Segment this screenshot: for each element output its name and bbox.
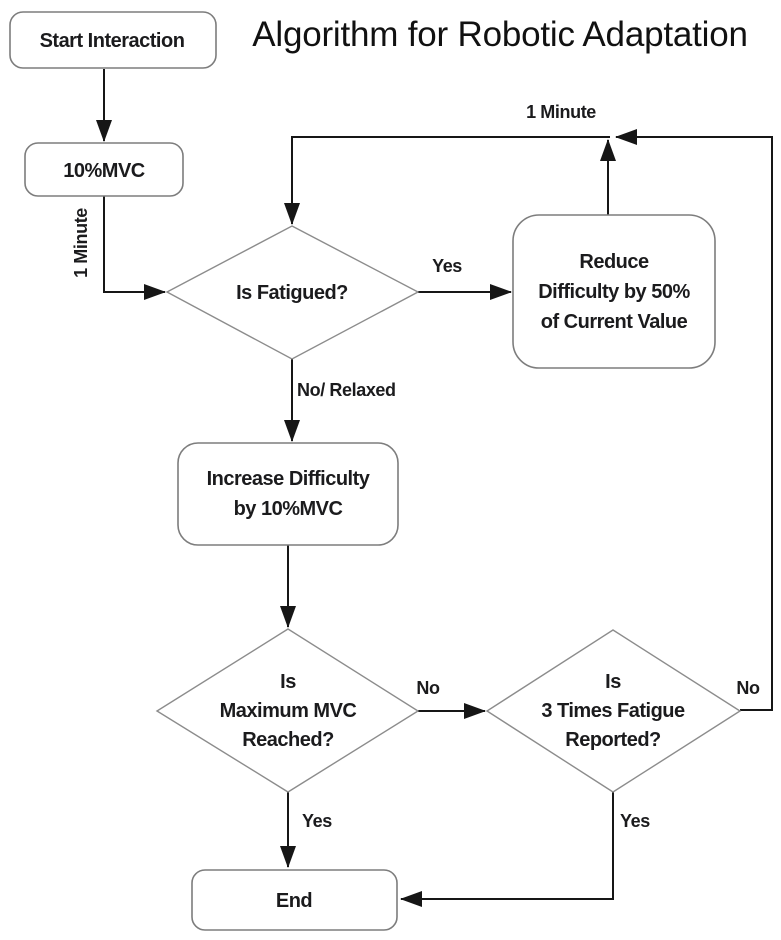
label-yes-max-mvc: Yes [302, 811, 332, 831]
diagram-title: Algorithm for Robotic Adaptation [252, 15, 748, 54]
max-mvc-label-line3: Reached? [242, 729, 334, 751]
three-fatigue-label-line3: Reported? [565, 729, 661, 751]
edges [96, 69, 773, 907]
label-no-max-mvc: No [416, 678, 440, 698]
end-shape [191, 869, 398, 931]
label-no-relaxed: No/ Relaxed [297, 380, 396, 400]
node-increase-difficulty: Increase Difficulty by 10%MVC [177, 442, 399, 546]
end-label: End [276, 890, 312, 912]
node-10-mvc: 10%MVC [24, 142, 184, 197]
reduce-label-line2: Difficulty by 50% [538, 281, 690, 303]
arrow-threefatigue-yes-to-end [400, 792, 614, 907]
increase-shape [177, 442, 399, 546]
max-mvc-diamond [155, 628, 420, 793]
reduce-label-line1: Reduce [579, 251, 649, 273]
node-start-interaction: Start Interaction [9, 11, 217, 69]
node-3-times-fatigue: Is 3 Times Fatigue Reported? [485, 629, 742, 793]
arrow-10mvc-to-isfatigued [103, 196, 166, 300]
is-fatigued-label: Is Fatigued? [236, 282, 348, 304]
start-label: Start Interaction [40, 30, 185, 52]
10mvc-shape [24, 142, 184, 197]
arrow-threefatigue-no-loop [615, 129, 773, 711]
reduce-label-line3: of Current Value [541, 311, 688, 333]
label-yes-three-fatigue: Yes [620, 811, 650, 831]
node-max-mvc-reached: Is Maximum MVC Reached? [155, 628, 420, 793]
max-mvc-label-line2: Maximum MVC [220, 700, 357, 722]
three-fatigue-diamond [485, 629, 742, 793]
start-shape [9, 11, 217, 69]
is-fatigued-diamond [165, 225, 420, 360]
10mvc-label: 10%MVC [63, 160, 145, 182]
increase-label-line1: Increase Difficulty [207, 468, 371, 490]
node-is-fatigued: Is Fatigued? [165, 225, 420, 360]
increase-label-line2: by 10%MVC [234, 498, 343, 520]
three-fatigue-label-line2: 3 Times Fatigue [541, 700, 685, 722]
label-1-minute-top: 1 Minute [526, 102, 596, 122]
label-no-three-fatigue: No [736, 678, 760, 698]
label-yes-fatigued: Yes [432, 256, 462, 276]
node-reduce-difficulty: Reduce Difficulty by 50% of Current Valu… [512, 214, 716, 369]
max-mvc-label-line1: Is [280, 671, 296, 693]
reduce-shape [512, 214, 716, 369]
node-end: End [191, 869, 398, 931]
edge-labels: 1 Minute 1 Minute Yes No/ Relaxed No No … [71, 102, 760, 831]
three-fatigue-label-line1: Is [605, 671, 621, 693]
arrow-loop-to-isfatigued [284, 136, 610, 225]
label-1-minute-left: 1 Minute [71, 208, 91, 278]
